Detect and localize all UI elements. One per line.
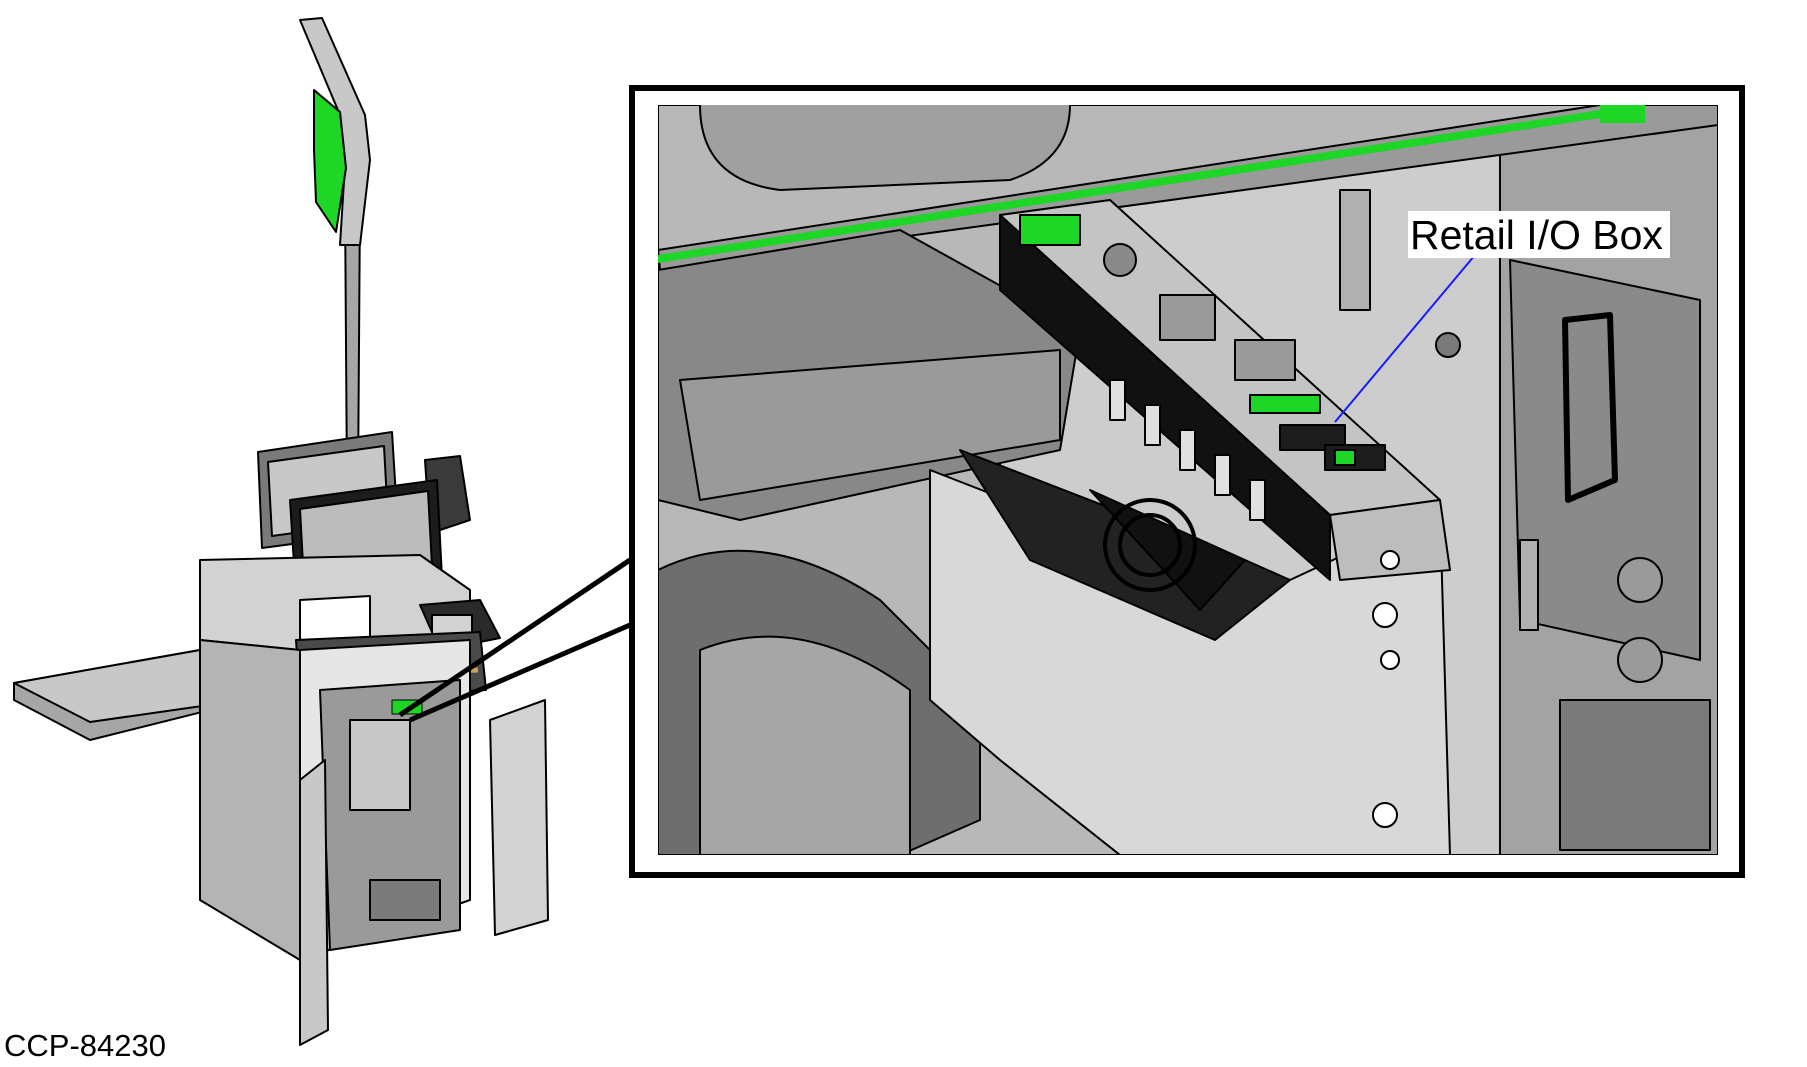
callout-label-background — [1408, 211, 1670, 258]
callout-label: Retail I/O Box — [1410, 212, 1663, 258]
callout-leader-line — [1334, 254, 1476, 423]
zoom-wedge — [398, 557, 632, 723]
open-door-right — [489, 699, 549, 936]
figure-id: CCP-84230 — [4, 1028, 166, 1063]
kiosk-illustration — [13, 17, 549, 1046]
retail-io-box — [999, 199, 1451, 581]
zoom-detail-illustration: Retail I/O Box — [629, 85, 1745, 878]
green-sign-panel — [313, 89, 347, 233]
open-door-left — [299, 759, 329, 1046]
